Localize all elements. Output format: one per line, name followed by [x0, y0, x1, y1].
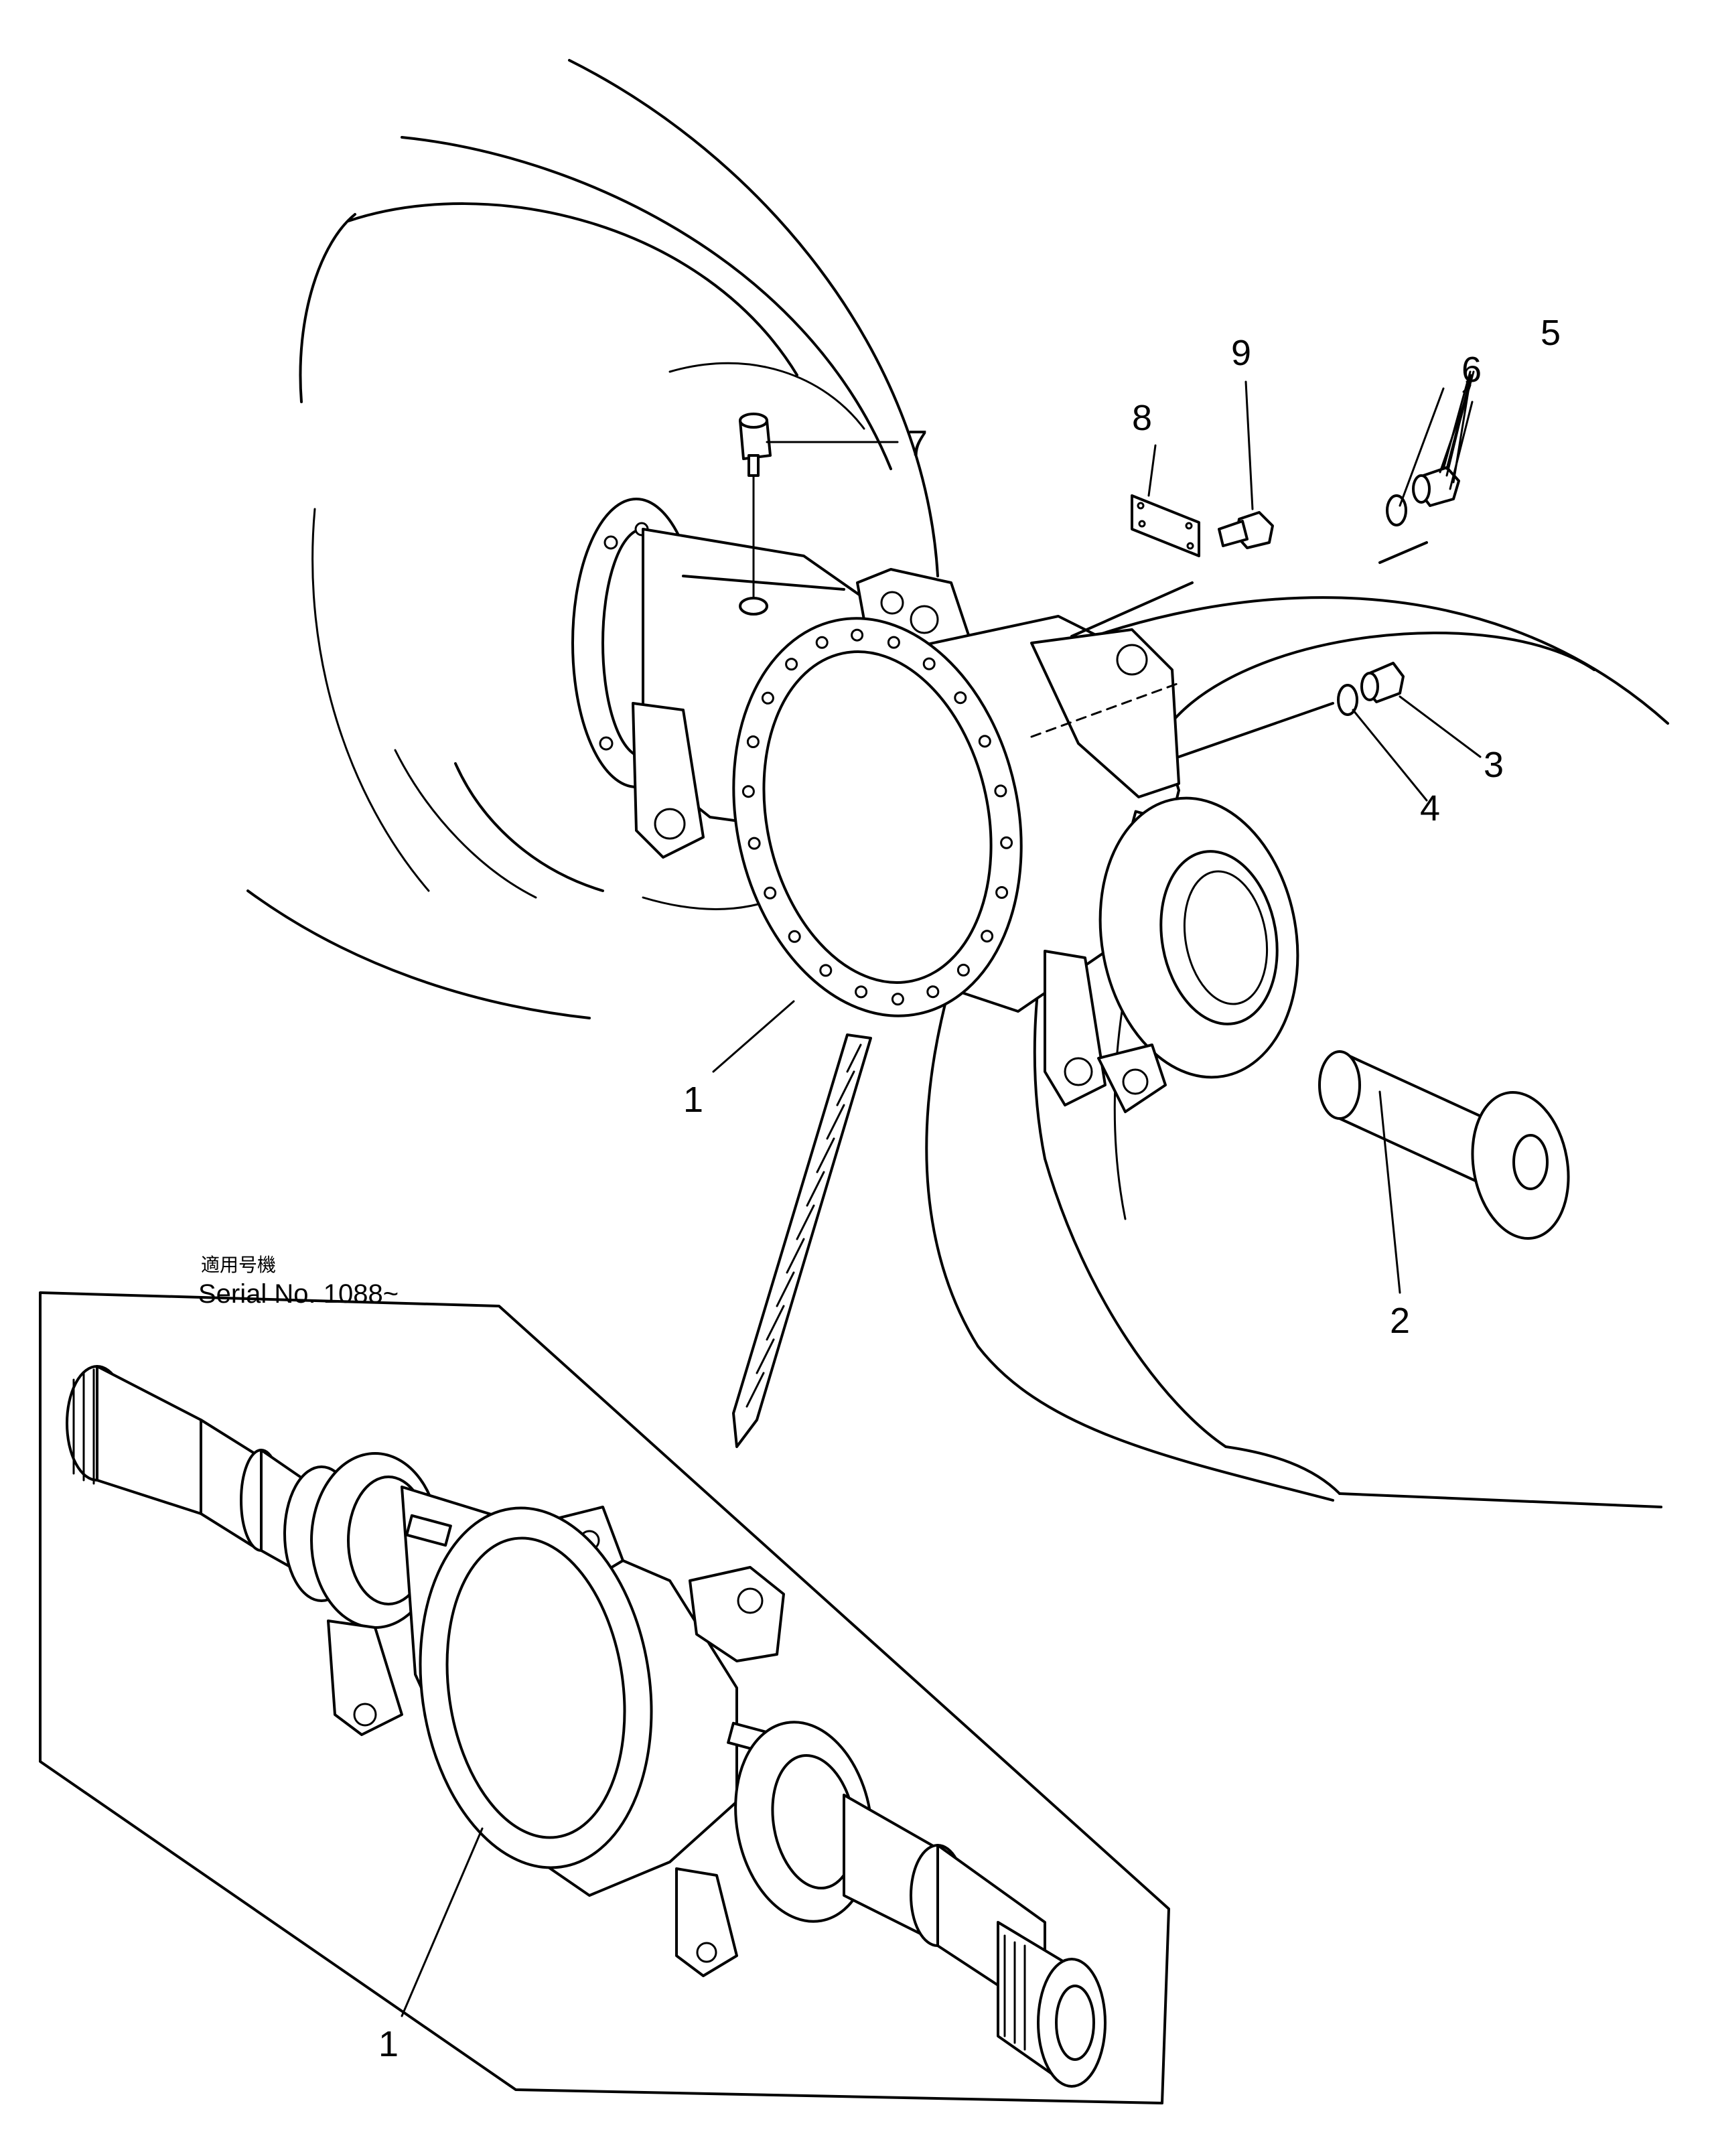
callout-6: 6 [1462, 350, 1482, 390]
callout-7: 7 [908, 423, 928, 463]
bolt-hole [764, 886, 777, 900]
inset-axle-assembly [66, 1365, 1107, 2088]
bolt-hole [1000, 836, 1013, 849]
bolt-hole [954, 691, 967, 705]
axle-housing [571, 498, 1428, 1113]
bolt-hole [819, 964, 833, 977]
inset-serial-label: Serial No. 1088~ [198, 1279, 399, 1309]
callout-4: 4 [1420, 788, 1440, 829]
bolt-hole [785, 658, 798, 671]
bolt-hole [922, 657, 936, 670]
bolt-hole [956, 963, 970, 977]
bolt-hole [887, 636, 900, 649]
o-ring-part-4 [1337, 684, 1358, 716]
bolt-hole [747, 837, 761, 850]
leader-line-1-lower [401, 1827, 484, 2017]
bolt-hole [891, 993, 904, 1006]
reference-arrow [732, 1033, 872, 1448]
o-ring-part-6 [1386, 494, 1407, 526]
plate-part-8 [1131, 494, 1200, 557]
bolt-part-9 [1218, 511, 1274, 549]
left-tire [246, 59, 939, 1019]
callout-9: 9 [1231, 333, 1251, 373]
bolt-hole [855, 985, 868, 999]
bolt-hole [926, 985, 940, 999]
callout-8: 8 [1132, 398, 1152, 438]
callout-1-lower: 1 [378, 2024, 399, 2064]
bolt-hole [788, 930, 801, 943]
callout-2: 2 [1390, 1301, 1410, 1341]
bolt-hole [994, 784, 1007, 798]
axle-shaft-part-2 [1318, 1050, 1570, 1240]
bolt-hole [978, 735, 991, 748]
bolt-hole [746, 735, 760, 748]
bolt-hole [761, 691, 774, 705]
bolt-hole [981, 930, 994, 943]
inset-frame [39, 1291, 1170, 2104]
bolt-hole [741, 785, 755, 798]
breather-part-7 [739, 413, 772, 616]
ring-bolt-holes [741, 628, 1013, 1006]
bolt-hole [851, 628, 864, 642]
bolt-hole [815, 636, 829, 649]
callout-3: 3 [1484, 745, 1504, 785]
plug-part-5 [1412, 466, 1460, 507]
leader-lines [712, 370, 1482, 1294]
bolt-hole [995, 886, 1009, 899]
callout-5: 5 [1541, 313, 1561, 353]
callout-1-upper: 1 [683, 1080, 703, 1120]
inset-jp-heading: 適用号機 [201, 1254, 276, 1276]
plug-part-3 [1360, 662, 1405, 703]
